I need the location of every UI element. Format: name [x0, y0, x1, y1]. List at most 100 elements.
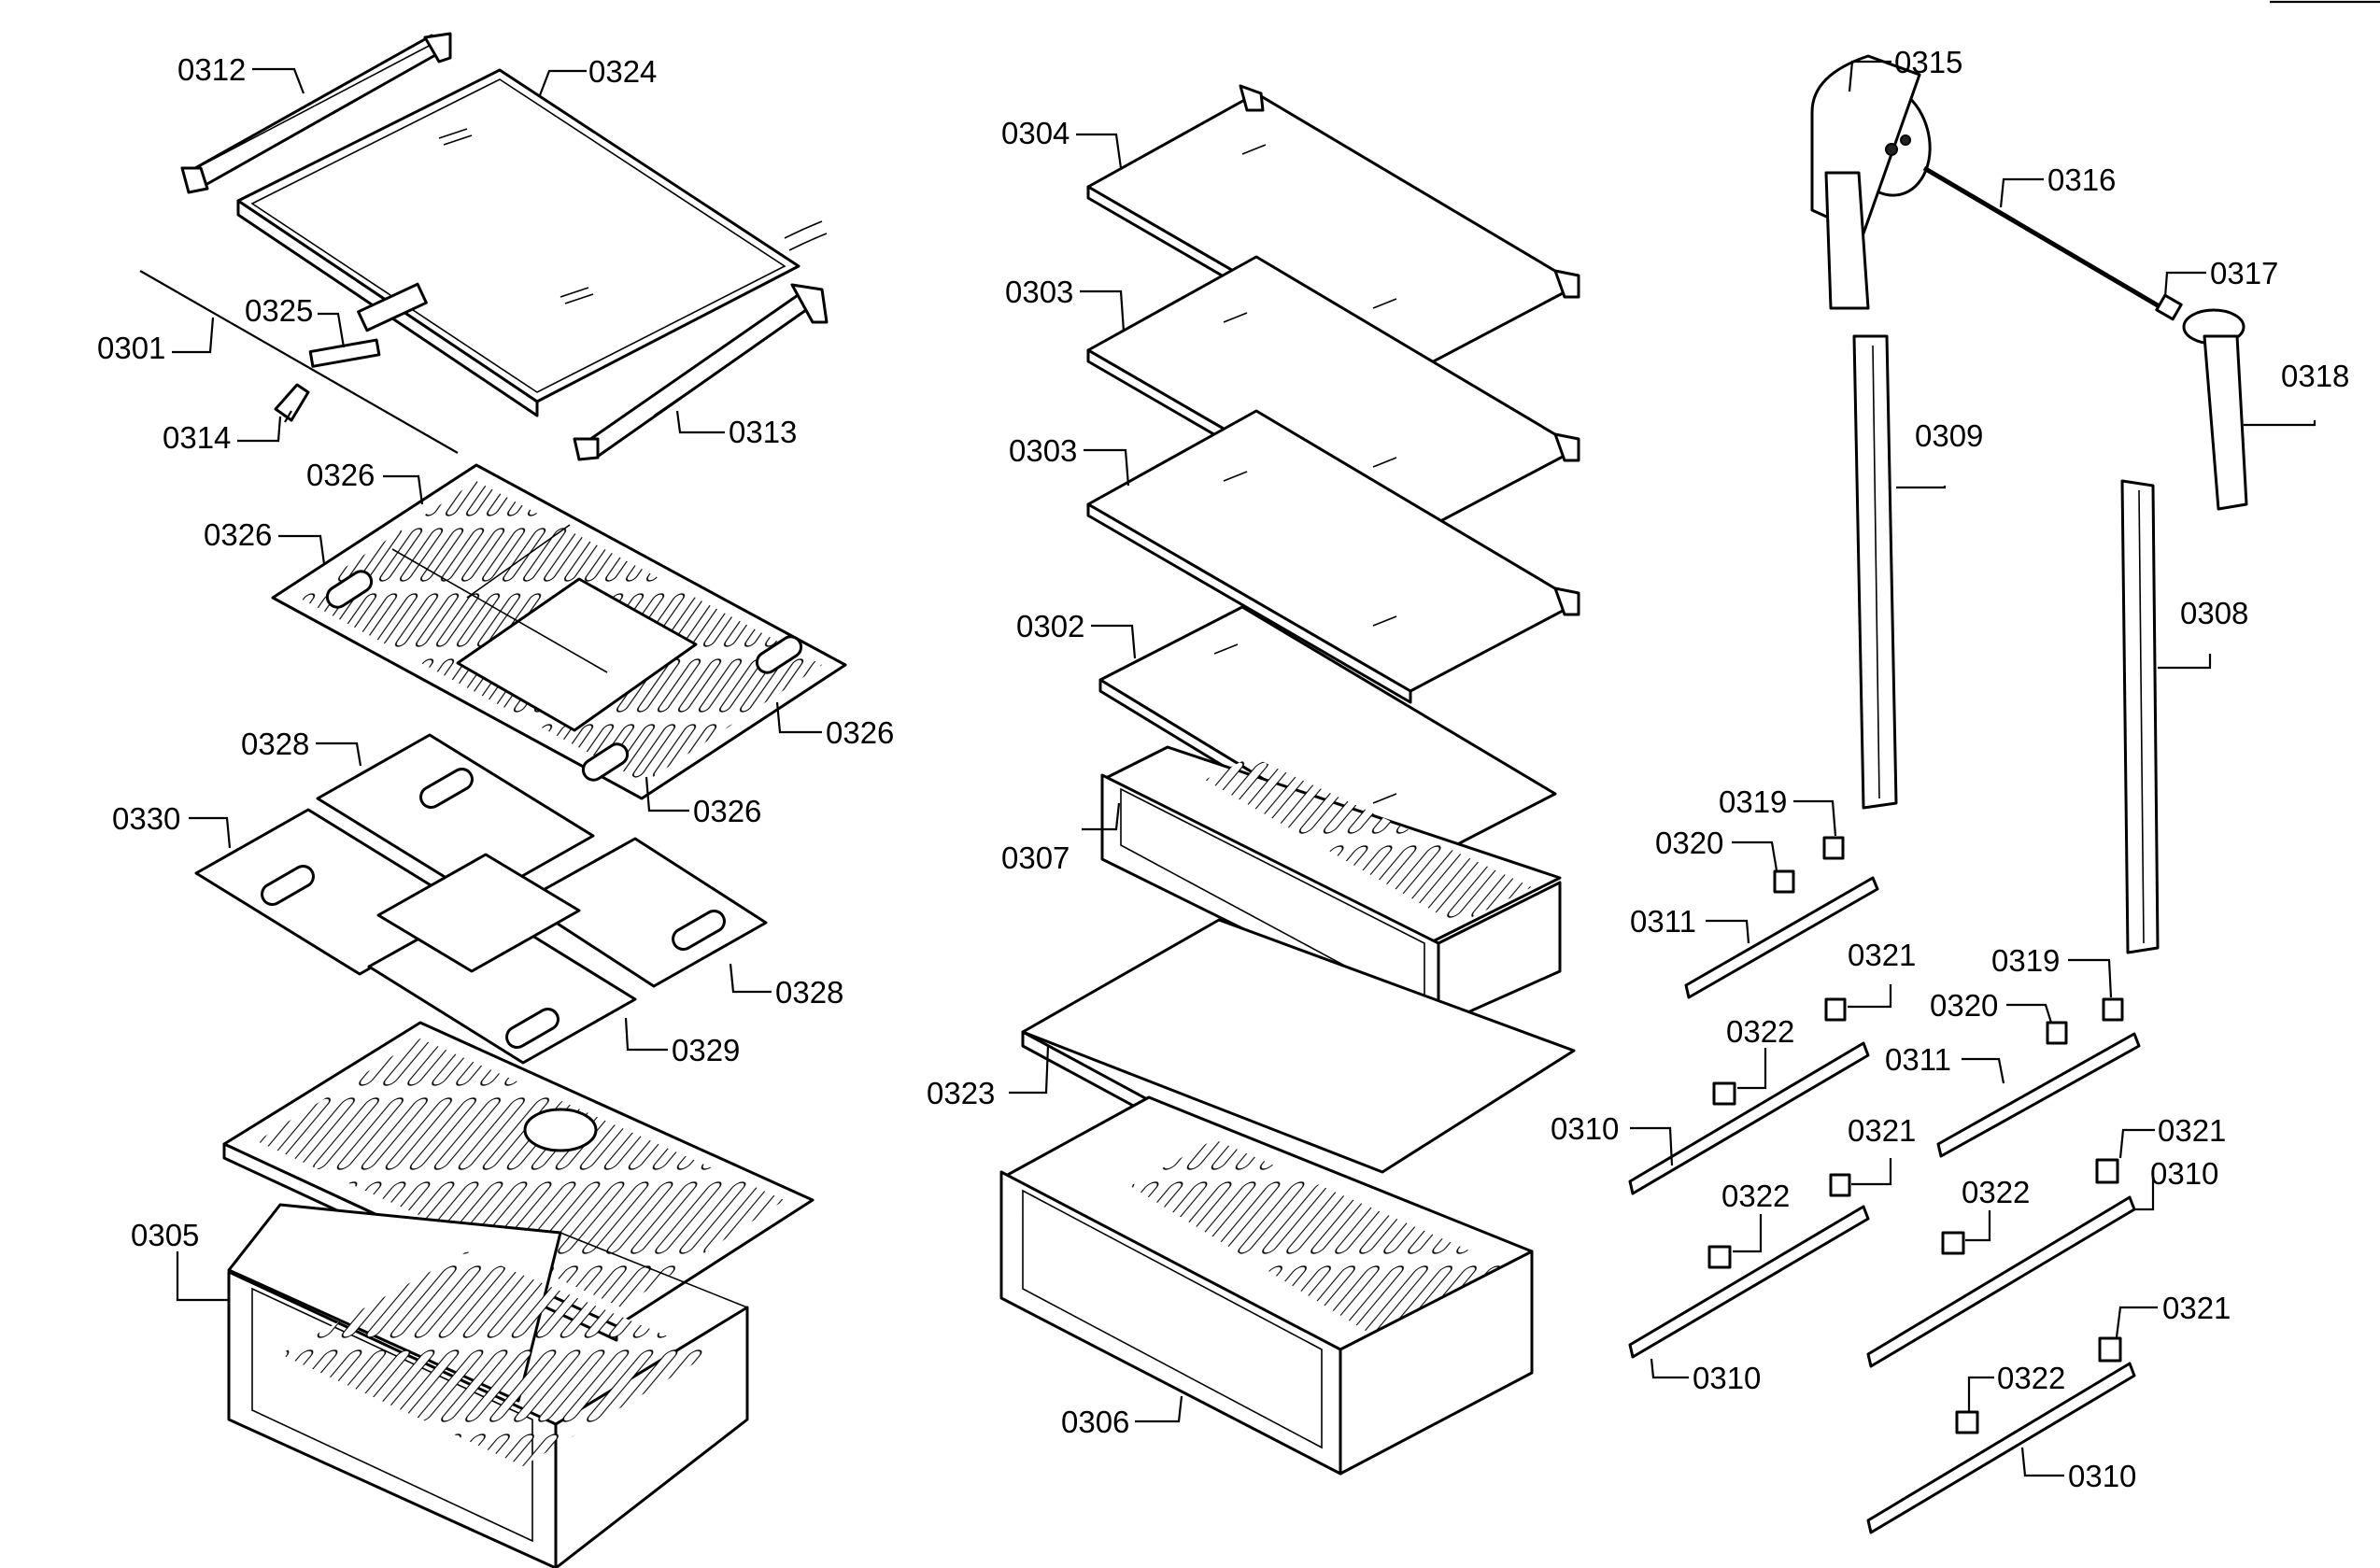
svg-text:0320: 0320 — [1655, 826, 1723, 860]
part-0312-trim — [180, 32, 452, 194]
callout-0308: 0308 — [2158, 596, 2248, 670]
callout-0311b: 0311 — [1885, 1042, 2005, 1084]
svg-text:0326: 0326 — [204, 517, 272, 552]
svg-text:0310: 0310 — [2068, 1459, 2136, 1493]
callout-0326a: 0326 — [306, 458, 424, 505]
svg-text:0310: 0310 — [1551, 1111, 1619, 1146]
part-0306-drawer — [999, 1095, 1534, 1476]
callout-0309: 0309 — [1896, 418, 1983, 489]
callout-0315: 0315 — [1848, 45, 1962, 92]
callout-0302: 0302 — [1016, 609, 1137, 659]
callout-0306: 0306 — [1061, 1395, 1183, 1439]
svg-text:0321: 0321 — [2162, 1291, 2231, 1325]
callout-0329: 0329 — [624, 1017, 740, 1067]
part-0317-collar — [2155, 293, 2183, 321]
callout-0310a: 0310 — [1551, 1111, 1674, 1166]
svg-text:0302: 0302 — [1016, 609, 1084, 643]
svg-text:0322: 0322 — [1962, 1175, 2030, 1209]
svg-text:0311: 0311 — [1630, 904, 1696, 939]
svg-text:0328: 0328 — [775, 975, 843, 1010]
part-0321-clip-d — [2098, 1336, 2122, 1363]
svg-text:0325: 0325 — [245, 293, 313, 328]
svg-text:0301: 0301 — [97, 331, 165, 365]
part-0311-slide-b — [1936, 1032, 2141, 1158]
callout-0328a: 0328 — [241, 727, 362, 767]
callout-0322c: 0322 — [1962, 1175, 2030, 1242]
svg-text:0316: 0316 — [2047, 162, 2116, 197]
callout-0321d: 0321 — [2115, 1291, 2231, 1338]
part-0319-clip-a — [1822, 836, 1845, 860]
part-0322-clip-b — [1707, 1245, 1732, 1269]
callout-0328b: 0328 — [729, 963, 843, 1010]
part-0322-clip-c — [1941, 1231, 1965, 1255]
callout-0324: 0324 — [538, 54, 657, 96]
part-0310-slide-b — [1628, 1205, 1870, 1359]
callout-0326d: 0326 — [645, 776, 761, 828]
svg-text:0310: 0310 — [1693, 1361, 1761, 1395]
part-0309-rail — [1852, 334, 1898, 810]
callout-0314: 0314 — [163, 416, 282, 455]
callout-0312: 0312 — [177, 52, 305, 94]
svg-text:0303: 0303 — [1009, 433, 1077, 468]
callout-0301: 0301 — [97, 317, 215, 365]
svg-text:0322: 0322 — [1726, 1014, 1794, 1049]
part-0305-drawer — [222, 1021, 815, 1568]
callout-0325: 0325 — [245, 293, 346, 348]
svg-text:0318: 0318 — [2281, 359, 2349, 393]
callout-0311a: 0311 — [1630, 904, 1750, 944]
part-0307-drawer — [1100, 745, 1562, 1027]
part-0320-clip-b — [2046, 1021, 2068, 1045]
svg-text:0321: 0321 — [1848, 1113, 1916, 1148]
svg-text:0330: 0330 — [112, 801, 180, 836]
svg-text:0321: 0321 — [1848, 938, 1916, 972]
part-0322-clip-a — [1712, 1081, 1736, 1106]
part-0328-sheets — [194, 733, 768, 1065]
part-0310-slide-a — [1628, 1041, 1870, 1195]
part-0319-clip-b — [2102, 997, 2124, 1022]
left-assembly — [139, 32, 847, 1568]
svg-text:0307: 0307 — [1001, 841, 1070, 875]
svg-text:0322: 0322 — [1721, 1179, 1790, 1213]
callout-0310b: 0310 — [2133, 1156, 2218, 1211]
part-0301-rod — [139, 270, 459, 454]
middle-assembly — [999, 84, 1580, 1476]
part-0316-shaft — [1922, 165, 2164, 311]
part-0315-motor — [1810, 54, 1932, 310]
part-0321-clip-c — [1829, 1173, 1851, 1197]
svg-text:0320: 0320 — [1930, 988, 1998, 1023]
part-0321-clip-b — [2095, 1158, 2119, 1184]
part-0325-bracket — [308, 338, 381, 368]
svg-text:0313: 0313 — [729, 415, 797, 449]
part-0322-clip-d — [1955, 1410, 1979, 1434]
svg-text:0319: 0319 — [1719, 784, 1787, 819]
callouts: 0312 0324 0325 0301 0314 0313 0326 0326 … — [97, 45, 2349, 1493]
svg-text:0317: 0317 — [2210, 256, 2278, 290]
part-0314-clip — [274, 383, 310, 423]
svg-text:0319: 0319 — [1991, 943, 2060, 978]
svg-text:0329: 0329 — [672, 1033, 740, 1067]
svg-text:0306: 0306 — [1061, 1405, 1129, 1439]
part-0311-slide-a — [1684, 876, 1879, 999]
svg-text:0323: 0323 — [927, 1076, 995, 1110]
callout-0320a: 0320 — [1655, 826, 1778, 871]
part-0310-slide-c — [1866, 1195, 2136, 1368]
callout-0321c: 0321 — [1848, 1113, 1916, 1186]
callout-0303b: 0303 — [1009, 433, 1130, 487]
right-assembly — [1628, 54, 2248, 1534]
callout-0310d: 0310 — [2020, 1447, 2136, 1493]
callout-0326b: 0326 — [204, 517, 326, 565]
svg-text:0326: 0326 — [693, 794, 761, 828]
svg-text:0315: 0315 — [1894, 45, 1962, 79]
callout-0318: 0318 — [2244, 359, 2349, 427]
callout-0303a: 0303 — [1005, 275, 1126, 332]
svg-text:0311: 0311 — [1885, 1042, 1951, 1077]
part-0324-glass-shelf — [236, 68, 828, 417]
callout-0319b: 0319 — [1991, 943, 2113, 998]
callout-0322b: 0322 — [1721, 1179, 1790, 1253]
callout-0313: 0313 — [675, 410, 797, 449]
callout-0321b: 0321 — [2118, 1113, 2226, 1159]
svg-text:0312: 0312 — [177, 52, 246, 87]
callout-0317: 0317 — [2163, 256, 2278, 298]
svg-text:0310: 0310 — [2150, 1156, 2218, 1191]
